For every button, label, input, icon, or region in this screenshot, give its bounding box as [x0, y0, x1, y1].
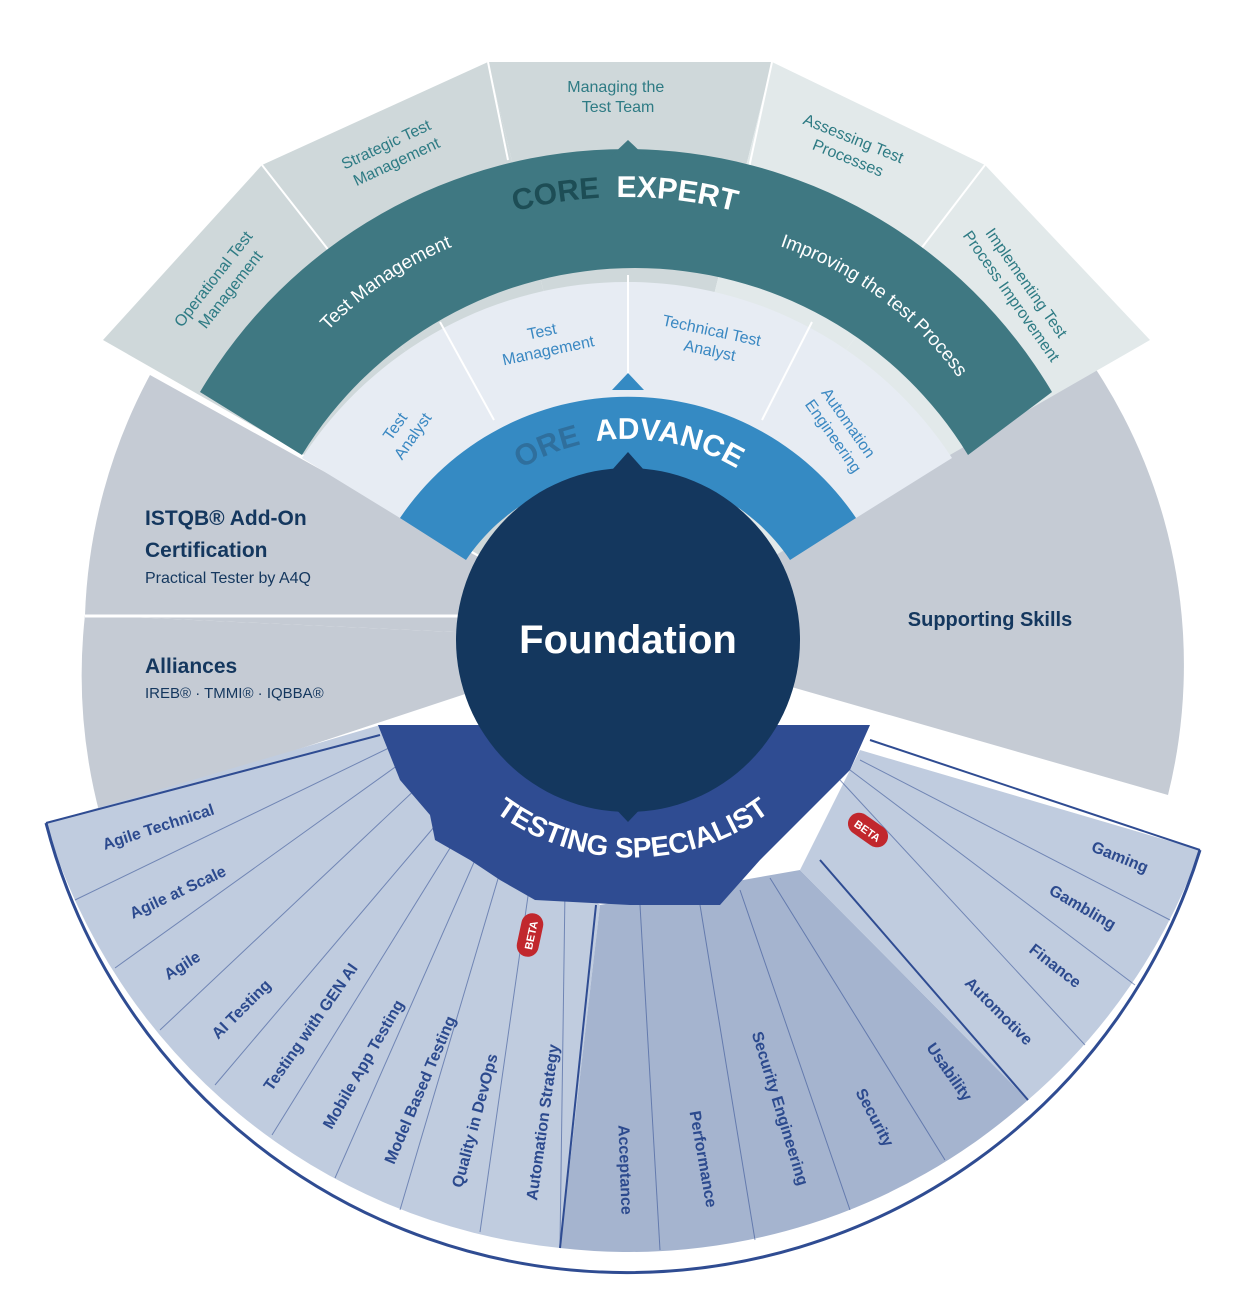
addon-title-line1: ISTQB® Add-On — [145, 507, 307, 530]
beta-label: BETA — [523, 920, 541, 951]
foundation-title: Foundation — [519, 618, 737, 662]
alliances-block: Alliances IREB® · TMMI® · IQBBA® — [145, 655, 324, 702]
specialist-agile-sector[interactable] — [46, 725, 600, 1248]
foundation-circle[interactable] — [456, 468, 800, 812]
supporting-skills-sector[interactable] — [628, 368, 1184, 795]
alliances-title: Alliances — [145, 655, 237, 678]
expert-band[interactable] — [200, 149, 1052, 455]
specialist-item-acceptance[interactable]: Acceptance — [614, 1125, 634, 1215]
addon-title-line2: Certification — [145, 539, 268, 562]
chevron-up-icon — [612, 452, 644, 470]
specialist-industry-sector[interactable] — [800, 750, 1200, 1100]
chevron-up-icon — [610, 140, 646, 157]
beta-badge-specialist-left: BETA — [516, 913, 544, 957]
specialist-outer-ring — [44, 725, 1202, 1275]
chevron-up-icon — [612, 373, 644, 390]
alliances-subtitle: IREB® · TMMI® · IQBBA® — [145, 685, 324, 702]
addon-subtitle: Practical Tester by A4Q — [145, 570, 311, 587]
specialist-dividers — [74, 744, 1171, 1251]
advanced-outer-ring — [302, 281, 952, 518]
expert-item-managing[interactable]: Managing the Test Team — [567, 79, 668, 116]
supporting-skills-label: Supporting Skills — [908, 609, 1072, 631]
specialist-quality-sector[interactable] — [560, 870, 1028, 1252]
advanced-band[interactable] — [400, 396, 856, 560]
addon-block: ISTQB® Add-On Certification Practical Te… — [145, 507, 311, 587]
